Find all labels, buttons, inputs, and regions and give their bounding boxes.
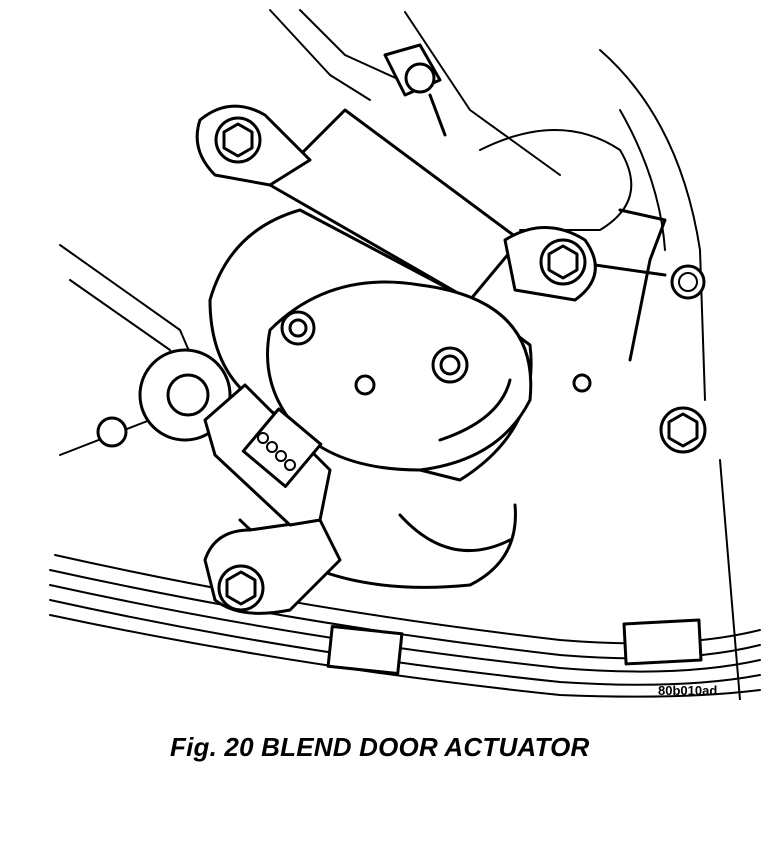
actuator-body [208,108,533,482]
mounting-screw-bottom [217,564,265,612]
mounting-screw-top [214,116,262,164]
housing-screw-far-right [659,406,707,454]
clip-fasteners [96,43,706,448]
housing-outline [59,9,741,700]
wire-harness [49,554,761,698]
harness-clip-left [326,624,404,676]
clip-top [383,43,447,137]
clip-right [670,264,706,300]
electrical-connector [203,383,332,527]
mounting-screws [214,116,707,612]
actuator-bosses [280,310,469,396]
harness-clip-right [622,618,703,666]
blend-door-actuator-illustration [49,9,761,700]
reference-code: 80b010ad [658,683,718,698]
mounting-screw-right [539,238,587,286]
clip-left [96,416,128,448]
figure-caption: Fig. 20 BLEND DOOR ACTUATOR [170,732,590,762]
